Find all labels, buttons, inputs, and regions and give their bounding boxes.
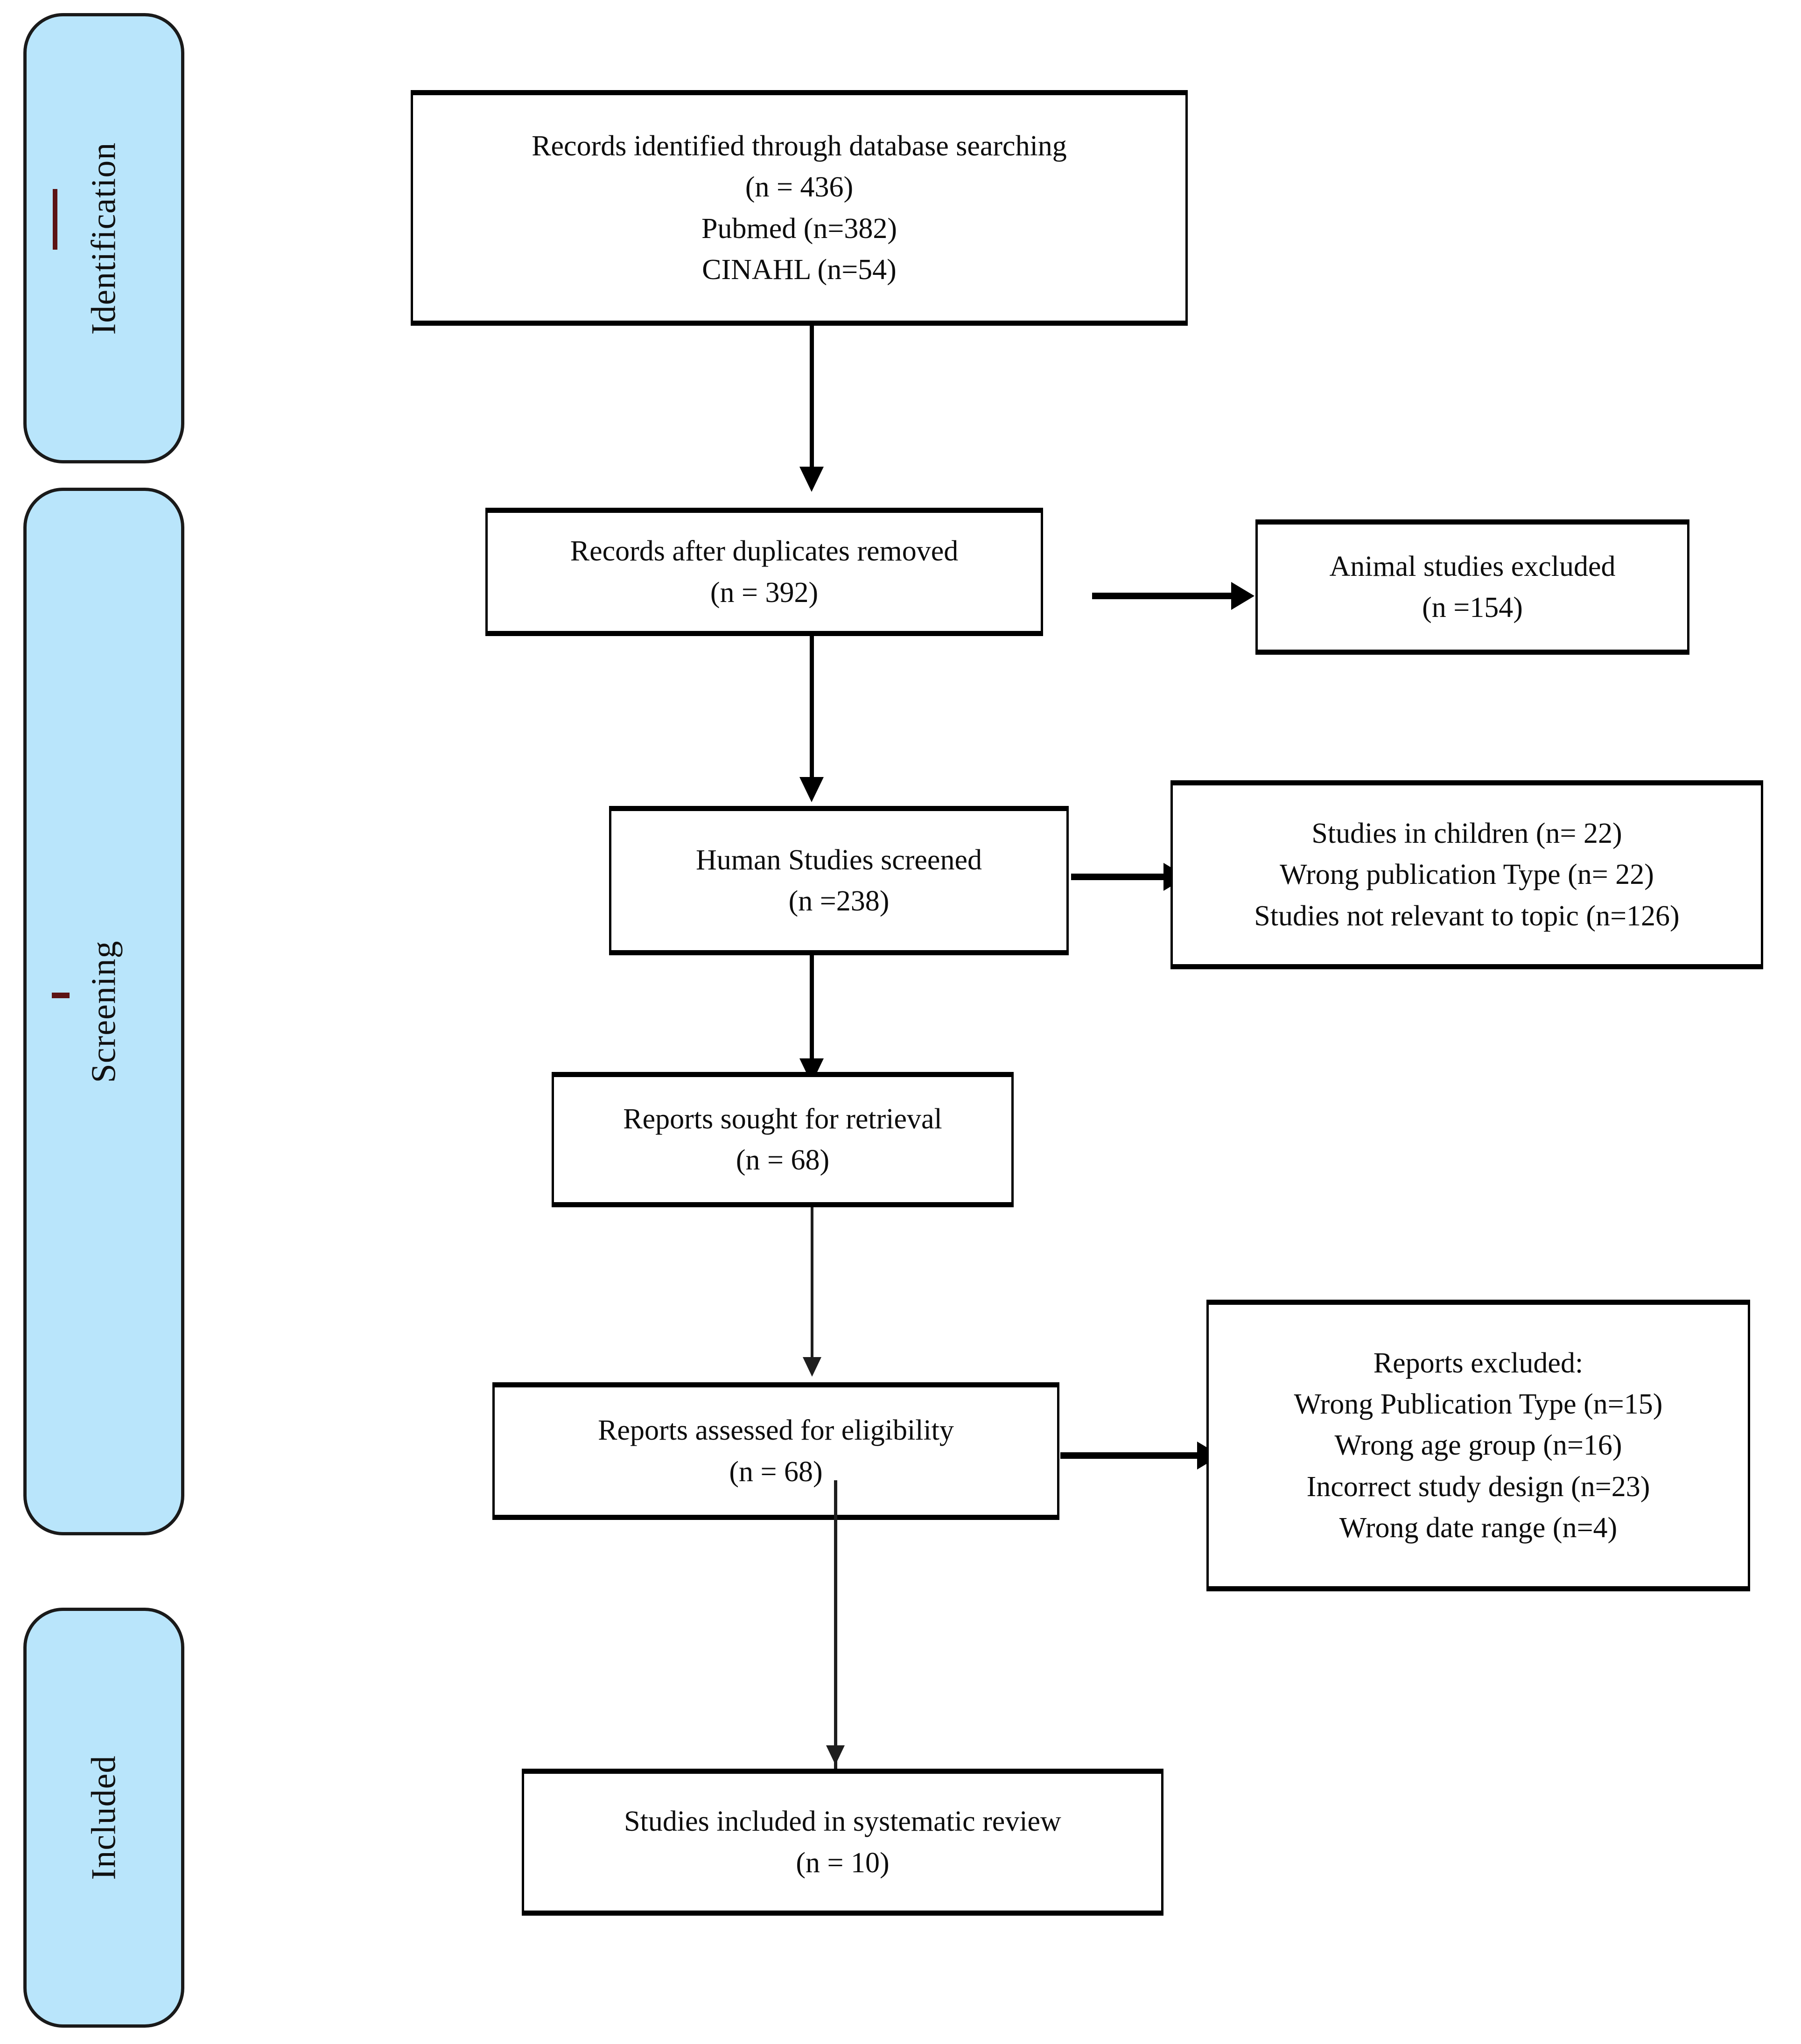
text-line: Studies not relevant to topic (n=126) bbox=[1254, 900, 1680, 932]
text-line: Reports excluded: bbox=[1373, 1347, 1584, 1379]
text-line: Wrong Publication Type (n=15) bbox=[1294, 1388, 1663, 1421]
connector-identified-to-duplicates bbox=[810, 326, 814, 470]
arrowhead-identified-to-duplicates bbox=[799, 467, 824, 492]
box-reports-sought-for-retrieval-text: Reports sought for retrieval (n = 68) bbox=[615, 1099, 951, 1181]
text-line: Records after duplicates removed bbox=[570, 535, 959, 567]
text-line: CINAHL (n=54) bbox=[702, 253, 897, 286]
text-line: Pubmed (n=382) bbox=[701, 212, 897, 245]
connector-duplicates-to-human-screened bbox=[810, 636, 814, 781]
connector-human-screened-to-exclusions bbox=[1071, 874, 1167, 880]
text-line: Reports assessed for eligibility bbox=[598, 1414, 954, 1447]
text-line: Records identified through database sear… bbox=[532, 130, 1067, 162]
text-line: (n =238) bbox=[788, 885, 890, 917]
text-line: (n =154) bbox=[1422, 592, 1523, 623]
stage-label-screening: Screening bbox=[84, 940, 123, 1083]
stage-bar-identification: Identification bbox=[23, 13, 184, 463]
text-line: (n = 68) bbox=[736, 1144, 830, 1176]
text-line: (n = 392) bbox=[710, 576, 819, 609]
box-records-identified: Records identified through database sear… bbox=[411, 90, 1188, 326]
box-screening-exclusions-text: Studies in children (n= 22) Wrong public… bbox=[1246, 813, 1688, 936]
text-line: (n = 10) bbox=[796, 1847, 890, 1879]
box-reports-excluded-text: Reports excluded: Wrong Publication Type… bbox=[1286, 1343, 1671, 1548]
text-line: Reports sought for retrieval bbox=[623, 1103, 942, 1135]
arrowhead-sought-to-assessed bbox=[803, 1357, 821, 1377]
box-reports-excluded: Reports excluded: Wrong Publication Type… bbox=[1206, 1300, 1750, 1591]
text-line: Human Studies screened bbox=[696, 844, 982, 876]
box-records-identified-text: Records identified through database sear… bbox=[523, 126, 1075, 290]
text-line: Animal studies excluded bbox=[1329, 550, 1616, 582]
connector-assessed-to-included bbox=[834, 1480, 837, 1770]
box-reports-assessed-for-eligibility-text: Reports assessed for eligibility (n = 68… bbox=[589, 1410, 962, 1492]
connector-sought-to-assessed bbox=[811, 1207, 813, 1361]
arrowhead-assessed-to-included bbox=[826, 1745, 845, 1765]
box-reports-sought-for-retrieval: Reports sought for retrieval (n = 68) bbox=[552, 1072, 1014, 1207]
stage-dash-screening bbox=[51, 993, 70, 998]
text-line: Incorrect study design (n=23) bbox=[1306, 1470, 1650, 1503]
box-human-studies-screened-text: Human Studies screened (n =238) bbox=[687, 840, 990, 922]
box-human-studies-screened: Human Studies screened (n =238) bbox=[609, 806, 1069, 955]
box-reports-assessed-for-eligibility: Reports assessed for eligibility (n = 68… bbox=[492, 1382, 1059, 1520]
box-records-after-duplicates-removed: Records after duplicates removed (n = 39… bbox=[485, 508, 1043, 636]
text-line: Wrong date range (n=4) bbox=[1339, 1512, 1618, 1544]
box-animal-studies-excluded-text: Animal studies excluded (n =154) bbox=[1321, 546, 1624, 628]
stage-dash-identification bbox=[52, 189, 57, 250]
arrowhead-duplicates-to-human-screened bbox=[799, 777, 824, 802]
text-line: Wrong publication Type (n= 22) bbox=[1280, 859, 1654, 891]
box-studies-included-in-systematic-review: Studies included in systematic review (n… bbox=[522, 1769, 1163, 1916]
stage-label-included: Included bbox=[84, 1755, 123, 1880]
connector-human-screened-to-sought bbox=[810, 955, 814, 1063]
text-line: Studies in children (n= 22) bbox=[1311, 818, 1622, 850]
stage-bar-screening: Screening bbox=[23, 488, 184, 1535]
box-studies-included-in-systematic-review-text: Studies included in systematic review (n… bbox=[616, 1801, 1070, 1883]
stage-bar-included: Included bbox=[23, 1608, 184, 2028]
text-line: Wrong age group (n=16) bbox=[1334, 1429, 1622, 1462]
box-screening-exclusions: Studies in children (n= 22) Wrong public… bbox=[1170, 780, 1763, 969]
arrowhead-duplicates-to-animal-excluded bbox=[1231, 582, 1254, 610]
text-line: (n = 68) bbox=[729, 1456, 823, 1488]
box-animal-studies-excluded: Animal studies excluded (n =154) bbox=[1255, 519, 1689, 655]
connector-assessed-to-reports-excluded bbox=[1060, 1452, 1200, 1459]
connector-duplicates-to-animal-excluded bbox=[1092, 593, 1234, 599]
box-records-after-duplicates-removed-text: Records after duplicates removed (n = 39… bbox=[562, 531, 967, 613]
text-line: (n = 436) bbox=[745, 171, 854, 203]
stage-label-identification: Identification bbox=[84, 142, 123, 335]
text-line: Studies included in systematic review bbox=[624, 1806, 1061, 1838]
